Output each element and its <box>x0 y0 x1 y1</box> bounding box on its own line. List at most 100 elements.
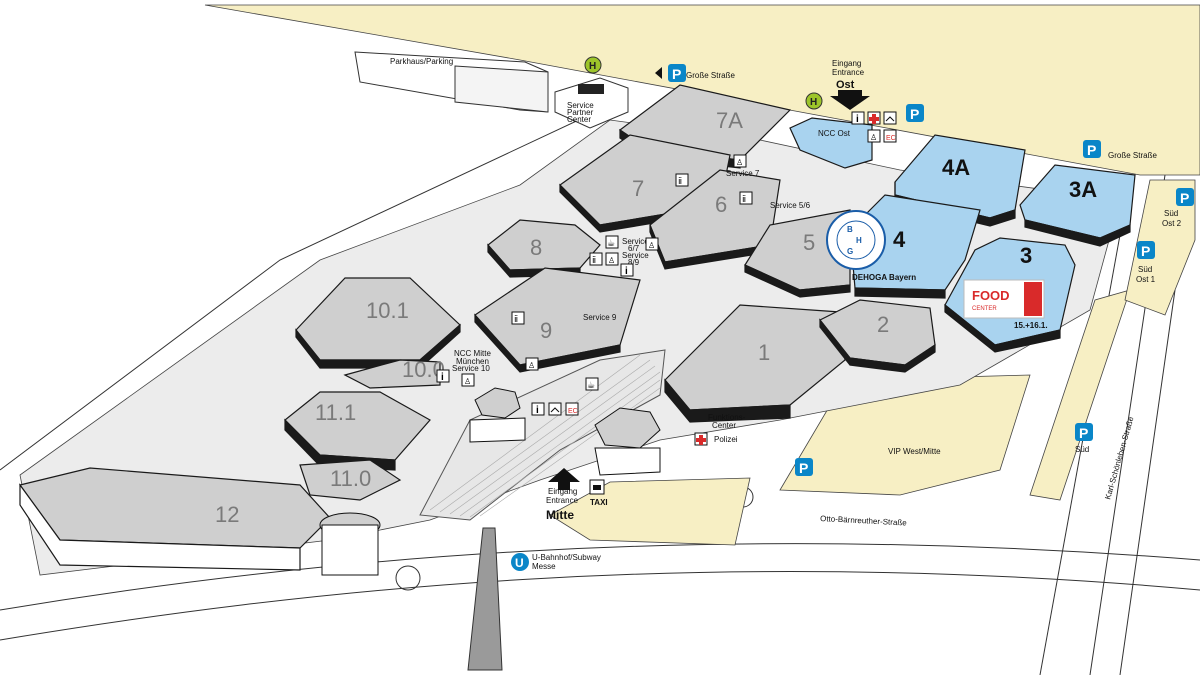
svg-text:EC: EC <box>568 408 578 415</box>
cloakroom-icon <box>883 111 897 125</box>
mitte-sand-area <box>549 477 751 546</box>
hall-number-11-0: 11.0 <box>330 466 371 491</box>
restroom-icon: ♙ <box>461 373 475 387</box>
svg-text:U: U <box>515 556 524 570</box>
restaurant-icon: ⅱ <box>675 173 689 187</box>
hall-number-7: 7 <box>632 176 644 201</box>
grosse-strasse-right-label: Große Straße <box>1108 151 1157 160</box>
restaurant-icon: ⅱ <box>589 252 603 266</box>
grosse-strasse-top-label: Große Straße <box>686 71 735 80</box>
food-date-label: 15.+16.1. <box>1014 321 1048 330</box>
svg-text:P: P <box>1079 425 1088 441</box>
vip-label: VIP West/Mitte <box>888 447 941 456</box>
bhg-seal: B H G <box>826 210 886 270</box>
taxi-icon <box>589 479 605 495</box>
police-label: Polizei <box>714 435 738 444</box>
sued-ost-1-label-a: Süd <box>1138 265 1152 274</box>
parkhaus-label: Parkhaus/Parking <box>390 57 453 66</box>
hall-number-10-1: 10.1 <box>366 298 409 323</box>
svg-text:ⅱ: ⅱ <box>678 176 682 186</box>
parking-icon: P <box>906 104 924 122</box>
svg-text:♙: ♙ <box>464 377 471 386</box>
sued-ost-parking-area <box>1124 179 1196 316</box>
food-center-badge: FOOD CENTER 15.+16.1. <box>963 279 1048 330</box>
service-67-label: Service <box>622 237 649 246</box>
svg-text:P: P <box>1087 142 1096 158</box>
bus-stop-icon: H <box>584 56 602 74</box>
restaurant-icon: ⅱ <box>739 191 753 205</box>
sued-ost-2-label-b: Ost 2 <box>1162 219 1182 228</box>
funktions-center-label-2: Center <box>712 421 736 430</box>
subway-label-1: U-Bahnhof/Subway <box>532 553 601 562</box>
service-9-label: Service 9 <box>583 313 617 322</box>
svg-text:P: P <box>799 460 808 476</box>
dehoga-label: DEHOGA Bayern <box>852 273 916 282</box>
svg-text:P: P <box>1180 190 1189 206</box>
svg-text:ⅱ: ⅱ <box>514 314 518 324</box>
restaurant-icon: ⅱ <box>511 311 525 325</box>
ncc-mitte-label-1: NCC Mitte <box>454 349 491 358</box>
svg-text:P: P <box>910 106 919 122</box>
subway-icon: U <box>511 553 529 571</box>
svg-text:♙: ♙ <box>528 361 535 370</box>
service-partner-center: Service Partner Center <box>554 77 629 129</box>
eingang-mitte-label-2: Entrance <box>546 496 579 505</box>
halls-gray <box>18 84 936 571</box>
service-7-label: Service 7 <box>726 169 760 178</box>
service-67b-label: 6/7 <box>628 244 640 253</box>
hall-number-12: 12 <box>215 502 239 527</box>
first-aid-icon <box>694 432 708 446</box>
bhg-letter-g: G <box>847 247 853 256</box>
parking-icon: P <box>1075 423 1093 441</box>
restroom-icon: ♙ <box>867 129 881 143</box>
parking-icon: P <box>1083 140 1101 158</box>
ncc-ost-label: NCC Ost <box>818 129 851 138</box>
hall-number-4: 4 <box>893 227 906 252</box>
info-icon: i <box>436 369 450 383</box>
ncc-mitte-label-2: München <box>456 357 489 366</box>
arrow-left-icon <box>655 67 662 79</box>
hall-11-0 <box>299 459 402 501</box>
parking-icon: P <box>1176 188 1194 206</box>
eingang-ost-label-1: Eingang <box>832 59 861 68</box>
svg-text:☕: ☕ <box>587 380 595 390</box>
hall-number-8: 8 <box>530 235 542 260</box>
karl-strasse-label: Karl-Schönleben-Straße <box>1103 415 1135 501</box>
food-sub-label: CENTER <box>972 306 997 312</box>
svg-text:P: P <box>1141 243 1150 259</box>
service-partner-label-1: Service <box>567 101 594 110</box>
svg-text:i: i <box>625 266 628 277</box>
svg-text:H: H <box>589 61 596 72</box>
atm-icon: EC <box>883 129 897 143</box>
hall-number-2: 2 <box>877 312 889 337</box>
otto-strasse-label: Otto-Bärnreuther-Straße <box>820 514 908 528</box>
svg-text:ⅱ: ⅱ <box>742 194 746 204</box>
food-label: FOOD <box>972 288 1010 303</box>
atm-icon: EC <box>565 402 579 416</box>
restroom-icon: ♙ <box>733 154 747 168</box>
central-concourse <box>319 349 666 671</box>
eingang-mitte-label-3: Mitte <box>546 508 574 522</box>
entrance-arrow-icon <box>548 468 580 490</box>
svg-text:i: i <box>441 372 444 383</box>
service-partner-label-3: Center <box>567 115 591 124</box>
eingang-ost-label-2: Entrance <box>832 68 865 77</box>
hall-number-6: 6 <box>715 192 727 217</box>
svg-text:ⅱ: ⅱ <box>592 255 596 265</box>
parkhaus: Parkhaus/Parking <box>354 51 549 113</box>
info-icon: i <box>531 402 545 416</box>
restroom-icon: ♙ <box>645 237 659 251</box>
svg-text:P: P <box>672 66 681 82</box>
sued-label: Süd <box>1075 445 1089 454</box>
hall-number-5: 5 <box>803 230 815 255</box>
ncc-mitte-label-3: Service 10 <box>452 364 490 373</box>
bhg-letter-b: B <box>847 225 853 234</box>
service-89b-label: 8/9 <box>628 258 640 267</box>
service-partner-label-2: Partner <box>567 108 594 117</box>
hall-number-1: 1 <box>758 340 770 365</box>
sued-ost-1-label-b: Ost 1 <box>1136 275 1156 284</box>
restroom-icon: ♙ <box>525 357 539 371</box>
cafe-icon: ☕ <box>605 235 619 249</box>
service-icons: i ♙ EC ♙ ⅱ ⅱ ☕ ♙ ⅱ ♙ i ⅱ ♙ i ♙ ☕ i EC <box>436 111 897 495</box>
